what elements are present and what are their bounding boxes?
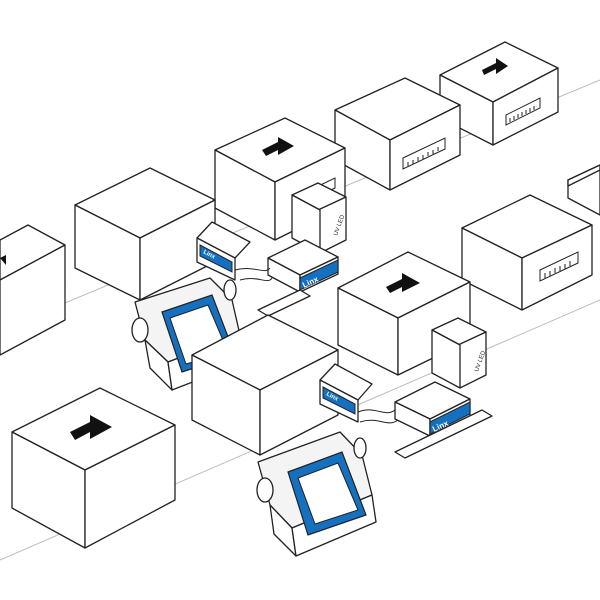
- box-top-right: [439, 41, 559, 146]
- box-bottom-left: [11, 387, 176, 549]
- box-center: [191, 314, 339, 456]
- print-head-upper: Linx: [257, 239, 339, 317]
- barcode-label-icon: [505, 97, 541, 126]
- direction-arrow-icon: [482, 58, 508, 75]
- barcode-label-icon: [402, 137, 446, 170]
- box-lower-station: [337, 251, 471, 376]
- controller-brand: Linx: [202, 249, 216, 260]
- box-right-edge: [567, 164, 600, 216]
- hmi-terminal-lower[interactable]: [256, 431, 377, 557]
- controller-upper: Linx: [196, 221, 273, 282]
- hmi-screen[interactable]: [297, 462, 359, 525]
- print-head-lower: Linx: [394, 381, 493, 459]
- barcode-label-icon: [539, 251, 579, 282]
- box-left-edge: [0, 224, 66, 356]
- box-left-upper: [74, 167, 216, 301]
- controller-lower: Linx: [319, 363, 399, 424]
- direction-arrow-icon: [262, 137, 294, 156]
- uv-led-lamp-upper: UV LED: [291, 182, 347, 254]
- direction-arrow-icon: [0, 255, 6, 265]
- controller-brand: Linx: [325, 391, 339, 402]
- uv-led-lamp-lower: UV LED: [431, 317, 488, 389]
- direction-arrow-icon: [70, 415, 112, 440]
- box-right-middle: [461, 194, 593, 311]
- direction-arrow-icon: [386, 273, 420, 293]
